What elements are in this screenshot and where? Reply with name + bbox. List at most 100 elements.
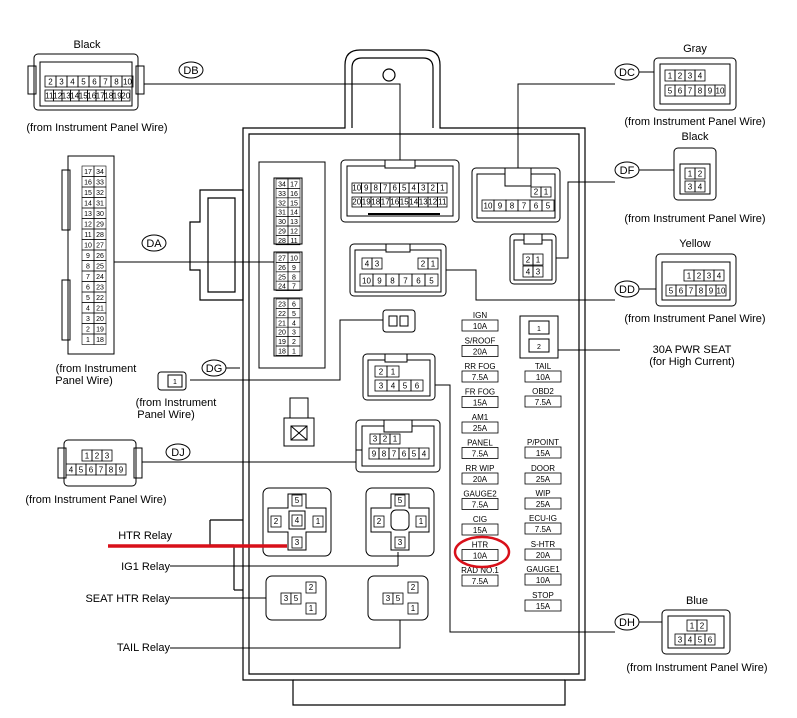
- fuse-body: [524, 472, 562, 485]
- pwr-seat-label: 30A PWR SEAT: [653, 344, 732, 356]
- fuse-amp: 7.5A: [472, 373, 489, 382]
- df-socket-pin: 1: [536, 256, 541, 265]
- db-ext-pin: 17: [96, 92, 105, 101]
- dd-ext-pin: 4: [717, 272, 722, 281]
- da-socket-pin: 27: [278, 256, 286, 263]
- da-ext-pin: 18: [96, 337, 104, 344]
- dj-socket-pin: 9: [372, 450, 377, 459]
- dg-socket-pin: 4: [391, 382, 396, 391]
- fuse-amp: 15A: [473, 399, 488, 408]
- badge-dc: DC: [619, 67, 635, 79]
- db-ext-pin: 6: [92, 78, 97, 87]
- da-ext-pin: 5: [86, 295, 90, 302]
- da-ext-pin: 32: [96, 190, 104, 197]
- badge-dh: DH: [619, 617, 635, 629]
- htr-relay-label: HTR Relay: [118, 530, 172, 542]
- dc-ext-pin: 7: [688, 87, 693, 96]
- da-socket-pin: 26: [278, 265, 286, 272]
- dc-ext-pin: 10: [716, 87, 725, 96]
- fuse-body: [461, 549, 499, 561]
- db-ext-pin: 13: [62, 92, 71, 101]
- relay-pin-box: [407, 581, 419, 594]
- fuse-name: S/ROOF: [465, 337, 496, 346]
- dj-socket-cell: [418, 447, 430, 460]
- dh-ext-pin: 4: [688, 636, 693, 645]
- dh-ext-pin: 1: [690, 622, 695, 631]
- fuse-body: [461, 498, 499, 510]
- fuse-name: GAUGE2: [463, 490, 497, 499]
- da-ext-pin: 13: [84, 211, 92, 218]
- fuse-body: [524, 599, 562, 612]
- relay-pin-box: [291, 494, 303, 507]
- dd-ext-pin: 7: [689, 287, 694, 296]
- dj-ext-pin: 1: [85, 452, 90, 461]
- relay-pin: 2: [411, 583, 416, 592]
- dd-color-label: Yellow: [679, 238, 710, 250]
- da-source-label-2: Panel Wire): [55, 375, 112, 387]
- db-ext-cell: [121, 75, 134, 88]
- relay-pin: 3: [295, 538, 300, 547]
- fuse-body: [461, 396, 499, 408]
- da-socket-cell: [287, 345, 301, 356]
- da-ext-pin: 10: [84, 243, 92, 250]
- dg-pin-1: 1: [173, 379, 177, 386]
- da-ext-pin: 28: [96, 232, 104, 239]
- relay-pin: 2: [377, 517, 382, 526]
- db-ext-pin: 15: [79, 92, 88, 101]
- seat-htr-relay-label: SEAT HTR Relay: [85, 593, 170, 605]
- dc-socket-cell: [541, 199, 555, 212]
- da-socket-pin: 22: [278, 311, 286, 318]
- badge-dj: DJ: [171, 447, 184, 459]
- da-socket-pin: 4: [292, 320, 296, 327]
- dd-socket-cell: [371, 257, 383, 270]
- diode-component: [283, 397, 315, 447]
- fuse-body: [461, 574, 499, 587]
- dj-socket-pin: 7: [392, 450, 397, 459]
- db-socket-pin: 5: [402, 184, 407, 193]
- fuse-amp: 25A: [473, 424, 488, 433]
- da-ext-pin: 19: [96, 327, 104, 334]
- da-socket-pin: 16: [290, 191, 298, 198]
- db-ext-pin: 10: [123, 78, 132, 87]
- dj-ext-pin: 3: [105, 452, 110, 461]
- dd-socket-pin: 6: [416, 277, 421, 286]
- fuse-body: [461, 370, 499, 383]
- leader-lines: [114, 71, 674, 649]
- fuse-name: RR WIP: [466, 464, 495, 473]
- fuse-name: DOOR: [531, 464, 555, 473]
- da-socket-cell: [287, 280, 301, 291]
- da-socket-pin: 3: [292, 330, 296, 337]
- da-ext-cell: [93, 333, 107, 345]
- df-ext-pin: 3: [688, 183, 693, 192]
- fuse-name: S-HTR: [531, 540, 556, 549]
- fuse-amp: 25A: [536, 475, 551, 484]
- dd-socket-pin: 7: [403, 277, 408, 286]
- dj-ext-pin: 6: [89, 466, 94, 475]
- da-ext-pin: 1: [86, 337, 90, 344]
- relay-pin-box: [290, 592, 302, 605]
- dd-socket-cell: [427, 257, 439, 270]
- dg-source-label-2: Panel Wire): [137, 409, 194, 421]
- da-ext-pin: 2: [86, 327, 90, 334]
- fuse-amp: 15A: [473, 526, 488, 535]
- pwr-seat-pin-1: 1: [537, 326, 541, 333]
- dh-source-label: (from Instrument Panel Wire): [626, 662, 767, 674]
- fuse-name: ECU-IG: [529, 514, 557, 523]
- db-ext-pin: 20: [121, 92, 130, 101]
- db-socket-cell: [437, 196, 448, 208]
- pwr-seat-fuse: 1 2: [519, 315, 559, 359]
- dg-socket-pin: 1: [391, 368, 396, 377]
- df-ext-cell: [694, 180, 706, 193]
- da-socket-pin: 19: [278, 339, 286, 346]
- da-socket-pin: 29: [278, 229, 286, 236]
- dc-socket-pin: 5: [546, 202, 551, 211]
- da-ext-pin: 24: [96, 274, 104, 281]
- dd-socket-pin: 10: [362, 277, 371, 286]
- fuse-amp: 7.5A: [472, 577, 489, 586]
- dj-ext-cell: [101, 449, 113, 462]
- dc-ext-cell: [694, 69, 706, 82]
